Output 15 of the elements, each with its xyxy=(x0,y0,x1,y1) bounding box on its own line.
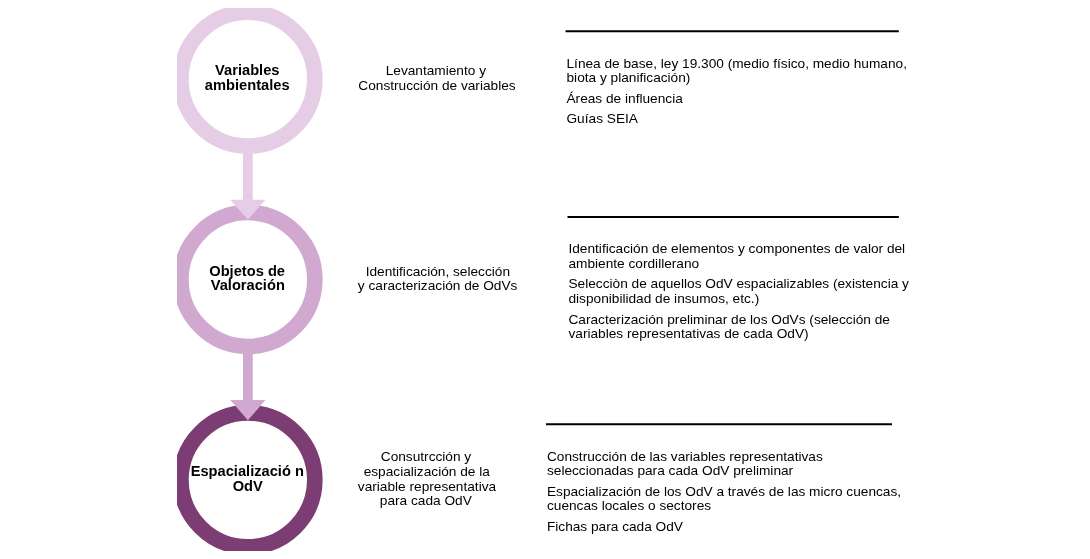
label: Fichas para cada OdV xyxy=(546,518,683,534)
node-circle: Objetos de Valoración xyxy=(177,204,323,355)
label: Línea de base, ley 19.300 (medio físico, medio humano, biota y planificación) xyxy=(566,55,907,86)
label: Consutrcción y espacialización de la variable representativa para cada OdV xyxy=(357,449,497,509)
label: Caracterización preliminar de los OdVs (selección de variables representativas de cada OdV) xyxy=(568,311,890,342)
label: Áreas de influencia xyxy=(566,90,683,106)
label: Espacialización de los OdV a través de las micro cuencas, cuencas locales o sectores xyxy=(546,483,902,514)
node-circle: Variables ambientales xyxy=(177,8,323,154)
label: Construcción de las variables representativas seleccionadas para cada OdV preliminar xyxy=(546,448,823,479)
label: Selecciòn de aquellos OdV espacializables (existencia y disponibilidad de insumos, etc.) xyxy=(568,276,909,307)
label: Levantamiento y Construcción de variables xyxy=(358,63,516,94)
label: Guías SEIA xyxy=(566,111,638,127)
label: Identificación, selección y caracterización de OdVs xyxy=(357,263,518,294)
node-circle: Espacializació n OdV xyxy=(177,405,323,551)
label: Identificación de elementos y componentes de valor del ambiente cordillerano xyxy=(568,241,906,271)
